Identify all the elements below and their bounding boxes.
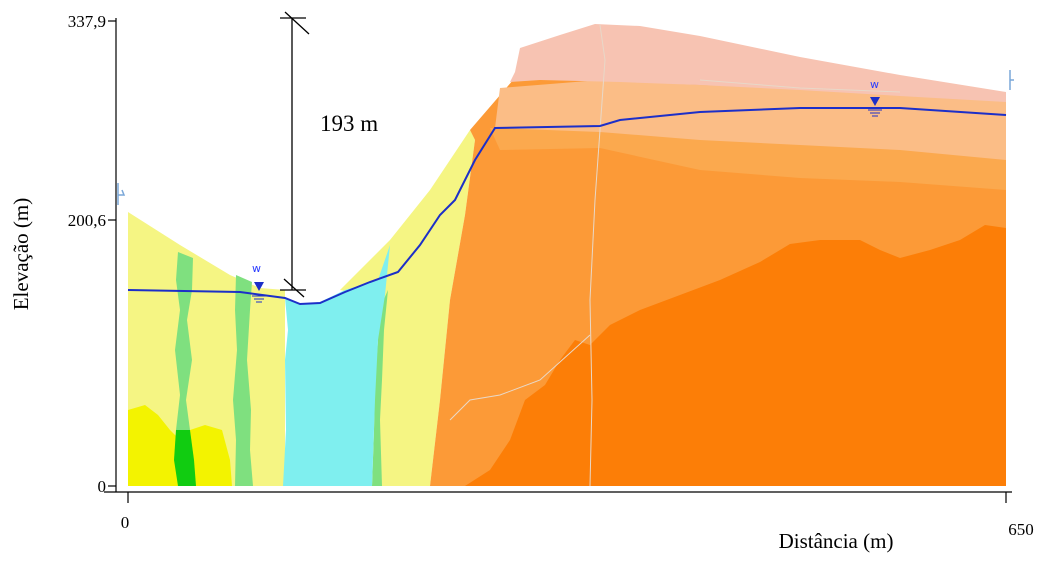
right-boundary-marker-icon: [1009, 70, 1014, 90]
boundary-curve-lower: [449, 334, 591, 421]
height-annotation-label: 193 m: [320, 111, 378, 136]
green-band-2: [233, 275, 253, 486]
pink-top-layer: [510, 24, 1006, 102]
boundary-markers: [117, 70, 1014, 205]
y-tick-label-zero: 0: [98, 477, 107, 496]
deep-orange-layer: [465, 225, 1006, 486]
yellow-layer-right: [340, 130, 475, 486]
x-tick-label-zero: 0: [121, 513, 130, 532]
water-table-triangle-icon: [870, 97, 880, 106]
boundary-curve-orange: [699, 79, 901, 93]
left-boundary-marker-icon: [117, 183, 126, 205]
x-tick-label-end: 650: [1008, 520, 1034, 539]
x-axis-title: Distância (m): [779, 529, 894, 553]
axes: [104, 18, 1012, 503]
water-table-marker-label: w: [870, 78, 879, 91]
green-band-1: [175, 252, 193, 430]
water-table-marker-right: w: [868, 78, 882, 117]
river-water-body: [283, 245, 390, 486]
boundary-curve-vertical: [589, 24, 606, 487]
y-tick-label-mid: 200,6: [68, 211, 106, 230]
height-annotation: [280, 11, 310, 298]
water-table-marker-left: w: [252, 262, 266, 303]
water-table: w w: [127, 78, 1007, 306]
y-axis-title: Elevação (m): [9, 198, 33, 311]
geology-layers: [128, 24, 1006, 487]
annotation-top-slash: [284, 11, 310, 35]
y-tick-label-top: 337,9: [68, 12, 106, 31]
water-table-marker-label: w: [252, 262, 261, 275]
internal-boundaries: [449, 24, 901, 487]
green-band-3: [372, 290, 388, 486]
water-table-line: [127, 107, 1007, 306]
annotation-bottom-slash: [283, 278, 305, 298]
green-band-1-lower: [174, 430, 196, 486]
water-table-triangle-icon: [254, 282, 264, 291]
